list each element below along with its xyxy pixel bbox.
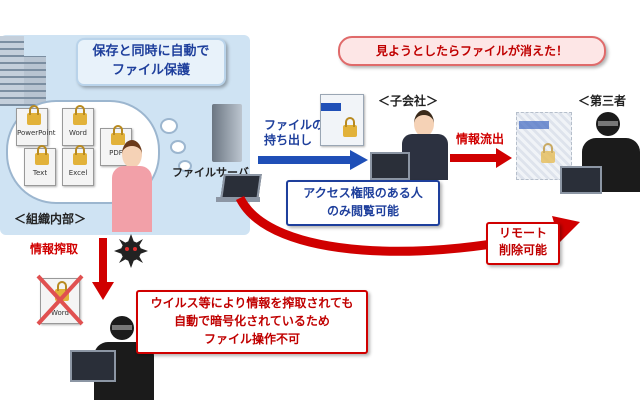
carried-document-icon xyxy=(320,94,364,146)
remote-line2: 削除可能 xyxy=(498,243,547,257)
subsidiary-laptop-icon xyxy=(370,152,410,180)
doc-label: PowerPoint xyxy=(17,129,56,137)
remote-delete-box: リモート 削除可能 xyxy=(486,222,560,265)
takeout-line1: ファイルの xyxy=(264,118,325,132)
lock-icon xyxy=(73,145,87,165)
lock-icon xyxy=(343,117,357,137)
takeout-arrow xyxy=(258,150,368,170)
third-party-speech-bubble: 見ようとしたらファイルが消えた！ xyxy=(338,36,606,66)
subsidiary-label: ＜子会社＞ xyxy=(378,94,439,108)
thought-bubble xyxy=(178,160,192,172)
lock-icon xyxy=(35,145,49,165)
access-line1: アクセス権限のある人 xyxy=(303,186,423,200)
theft-line3: ファイル操作不可 xyxy=(203,332,300,346)
powerpoint-doc-icon: PowerPoint xyxy=(16,105,56,146)
thought-bubble xyxy=(160,118,178,134)
theft-label: 情報搾取 xyxy=(30,242,79,256)
word-doc-icon: Word xyxy=(62,105,94,146)
building-icon xyxy=(24,56,46,106)
hacker-laptop-icon xyxy=(560,166,602,194)
doc-label: Excel xyxy=(68,169,88,177)
thought-bubble xyxy=(170,140,186,154)
lock-icon xyxy=(111,125,125,145)
access-line2: のみ閲覧可能 xyxy=(326,204,399,218)
auto-protect-callout: 保存と同時に自動で ファイル保護 xyxy=(76,38,226,86)
takeout-label: ファイルの 持ち出し xyxy=(264,118,324,148)
auto-protect-line1: 保存と同時に自動で xyxy=(92,44,210,59)
org-label: ＜組織内部＞ xyxy=(14,212,87,226)
theft-arrow xyxy=(92,238,114,300)
auto-protect-line2: ファイル保護 xyxy=(111,63,190,78)
doc-label: Text xyxy=(32,169,48,177)
third-party-label: ＜第三者 xyxy=(578,94,627,108)
remote-line1: リモート xyxy=(498,226,547,240)
theft-line1: ウイルス等により情報を搾取されても xyxy=(150,296,354,310)
access-box: アクセス権限のある人 のみ閲覧可能 xyxy=(286,180,440,226)
file-server-icon xyxy=(212,104,242,162)
theft-line2: 自動で暗号化されているため xyxy=(174,314,330,328)
theft-explanation-box: ウイルス等により情報を搾取されても 自動で暗号化されているため ファイル操作不可 xyxy=(136,290,368,354)
thief-laptop-icon xyxy=(70,350,116,382)
lock-icon xyxy=(541,143,555,163)
leak-arrow xyxy=(450,148,512,168)
text-doc-icon: Text xyxy=(24,145,56,186)
woman-icon xyxy=(112,140,152,232)
speech-text: 見ようとしたらファイルが消えた！ xyxy=(375,44,568,58)
cross-icon xyxy=(36,274,84,326)
lock-icon xyxy=(73,105,87,125)
leak-label: 情報流出 xyxy=(456,132,505,146)
doc-label: Word xyxy=(69,129,87,137)
subsidiary-person-icon xyxy=(400,110,450,180)
building-icon xyxy=(0,36,24,106)
doc-label: PDF xyxy=(109,149,123,157)
excel-doc-icon: Excel xyxy=(62,145,94,186)
takeout-line2: 持ち出し xyxy=(264,133,313,147)
lock-icon xyxy=(27,105,41,125)
stolen-doc-label: Word xyxy=(51,309,69,317)
virus-icon xyxy=(114,234,148,268)
